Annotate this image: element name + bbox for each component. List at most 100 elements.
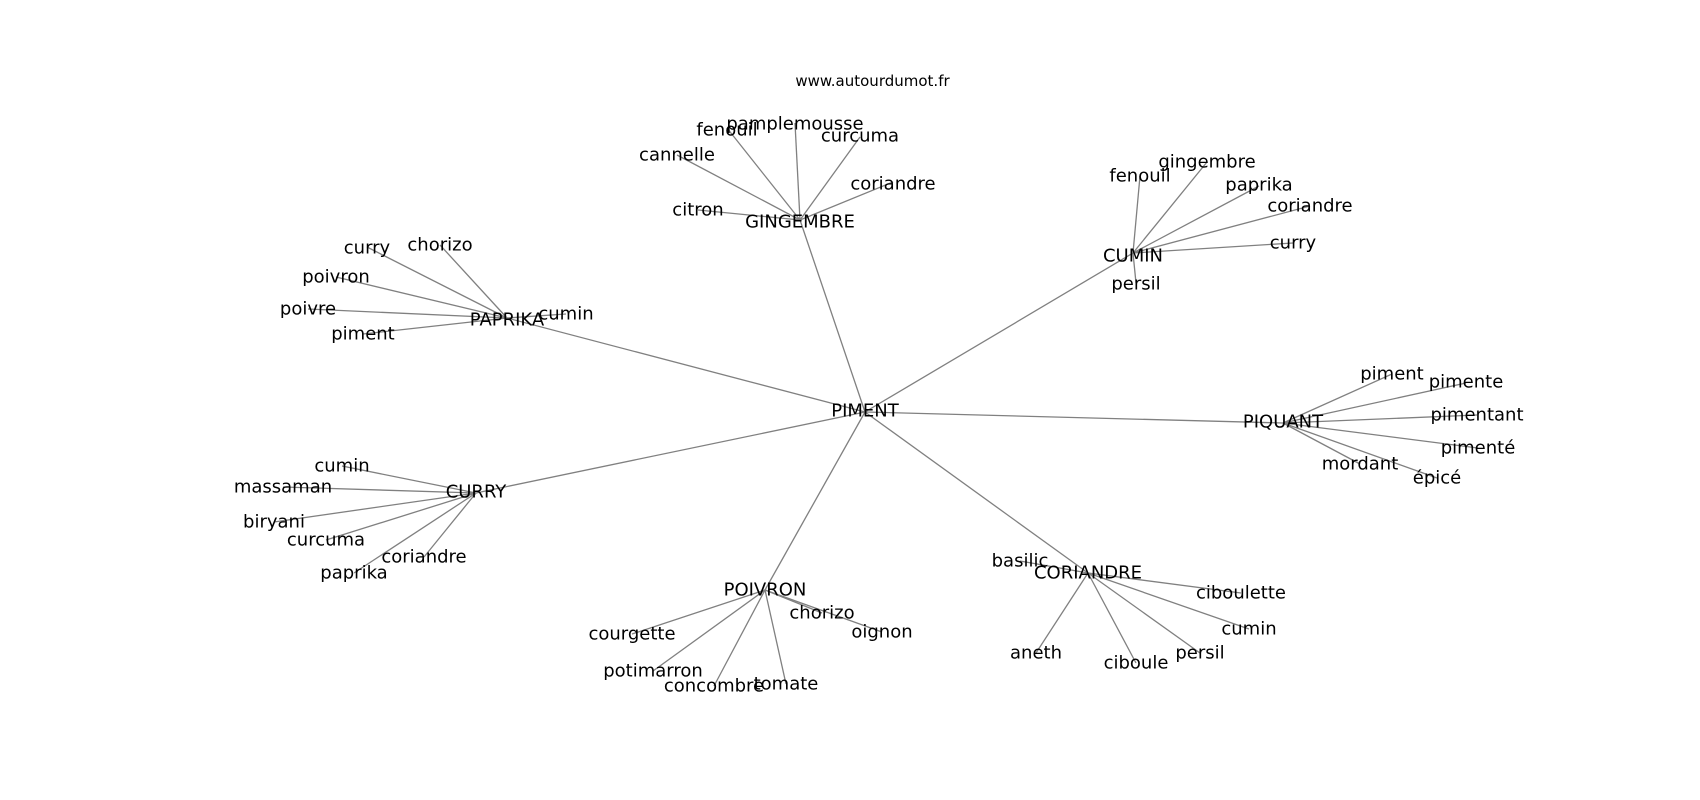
edge-paprika-to-piment (362, 317, 508, 335)
edge-coriandre-to-aneth (1035, 572, 1089, 654)
edge-center-to-gingembre (799, 219, 866, 413)
leaf-node-piquant-pimente: pimenté (1441, 438, 1516, 459)
leaf-node-curry-massaman: massaman (234, 477, 332, 498)
hub-node-coriandre: CORIANDRE (1034, 563, 1142, 584)
edge-center-to-piquant (864, 411, 1284, 424)
edge-paprika-to-poivron (335, 276, 508, 319)
edge-piquant-to-mordant (1282, 422, 1361, 465)
edge-paprika-to-poivre (307, 308, 508, 319)
edge-coriandre-to-basilic (1019, 560, 1089, 574)
leaf-node-coriandre-ciboulette: ciboulette (1196, 583, 1286, 604)
leaf-node-piquant-pimente: pimente (1429, 372, 1504, 393)
edge-piquant-to-epice (1282, 422, 1438, 479)
hub-node-poivron: POIVRON (724, 580, 807, 601)
graph-edges (273, 122, 1479, 687)
leaf-node-cumin-persil: persil (1111, 274, 1160, 295)
leaf-node-curry-biryani: biryani (243, 512, 305, 533)
edge-poivron-to-concombre (713, 589, 766, 687)
edge-paprika-to-curry (366, 246, 508, 319)
edge-coriandre-to-ciboule (1087, 572, 1137, 664)
edge-center-to-poivron (764, 411, 866, 591)
leaf-node-piquant-epice: épicé (1413, 468, 1461, 489)
leaf-node-curry-curcuma: curcuma (287, 530, 365, 551)
leaf-node-cumin-gingembre: gingembre (1158, 152, 1255, 173)
edge-curry-to-cumin (341, 465, 477, 494)
leaf-node-cumin-fenouil: fenouil (1109, 166, 1170, 187)
leaf-node-paprika-cumin: cumin (538, 304, 593, 325)
edge-poivron-to-oignon (764, 589, 883, 633)
leaf-node-poivron-concombre: concombre (664, 676, 764, 697)
edge-cumin-to-fenouil (1132, 175, 1141, 254)
leaf-node-gingembre-cannelle: cannelle (639, 145, 715, 166)
leaf-node-curry-coriandre: coriandre (381, 547, 466, 568)
edge-curry-to-curcuma (325, 492, 477, 541)
edge-cumin-to-curry (1132, 242, 1294, 254)
hub-node-cumin: CUMIN (1103, 246, 1163, 267)
site-url: www.autourdumot.fr (795, 72, 950, 90)
leaf-node-paprika-poivron: poivron (302, 267, 370, 288)
center-node-label: PIMENT (831, 401, 900, 422)
leaf-node-coriandre-aneth: aneth (1010, 643, 1062, 664)
hub-node-gingembre: GINGEMBRE (745, 212, 855, 233)
leaf-node-poivron-tomate: tomate (754, 674, 819, 695)
leaf-node-paprika-piment: piment (331, 324, 395, 345)
edge-curry-to-coriandre (423, 492, 477, 558)
leaf-node-cumin-coriandre: coriandre (1267, 196, 1352, 217)
edge-poivron-to-tomate (764, 589, 787, 685)
edge-curry-to-massaman (282, 486, 477, 494)
edge-gingembre-to-pamplemousse (794, 122, 801, 221)
leaf-node-paprika-curry: curry (344, 238, 391, 259)
leaf-node-gingembre-coriandre: coriandre (850, 174, 935, 195)
leaf-node-gingembre-pamplemousse: pamplemousse (726, 114, 863, 135)
leaf-node-paprika-poivre: poivre (280, 299, 336, 320)
leaf-node-coriandre-ciboule: ciboule (1104, 653, 1169, 674)
leaf-node-cumin-curry: curry (1270, 233, 1317, 254)
edge-center-to-paprika (506, 317, 866, 413)
edge-gingembre-to-cannelle (676, 154, 801, 221)
edge-gingembre-to-curcuma (799, 136, 861, 221)
leaf-node-curry-cumin: cumin (314, 456, 369, 477)
leaf-node-coriandre-persil: persil (1175, 643, 1224, 664)
edge-gingembre-to-fenouil (726, 127, 801, 221)
edge-cumin-to-persil (1132, 252, 1137, 284)
leaf-node-gingembre-citron: citron (672, 200, 723, 221)
edge-piquant-to-pimentant (1282, 414, 1478, 424)
leaf-node-gingembre-fenouil: fenouil (696, 120, 757, 141)
edge-paprika-to-chorizo (439, 244, 508, 319)
leaf-node-gingembre-curcuma: curcuma (821, 126, 899, 147)
edge-center-to-coriandre (864, 411, 1089, 574)
leaf-node-piquant-pimentant: pimentant (1431, 405, 1524, 426)
leaf-node-poivron-potimarron: potimarron (603, 661, 703, 682)
edge-cumin-to-gingembre (1132, 161, 1208, 254)
edge-poivron-to-potimarron (652, 589, 766, 672)
leaf-node-poivron-chorizo: chorizo (789, 603, 854, 624)
leaf-node-cumin-paprika: paprika (1225, 175, 1292, 196)
edge-coriandre-to-ciboulette (1087, 572, 1242, 594)
edge-gingembre-to-coriandre (799, 181, 894, 221)
leaf-node-poivron-courgette: courgette (588, 624, 675, 645)
leaf-node-paprika-chorizo: chorizo (407, 235, 472, 256)
edge-paprika-to-cumin (506, 313, 567, 319)
edge-curry-to-biryani (273, 492, 477, 523)
edge-piquant-to-pimente (1282, 382, 1467, 424)
edge-coriandre-to-cumin (1087, 572, 1250, 630)
leaf-node-piquant-piment: piment (1360, 364, 1424, 385)
edge-curry-to-paprika (353, 492, 477, 574)
leaf-node-coriandre-cumin: cumin (1221, 619, 1276, 640)
edge-piquant-to-piment (1282, 373, 1393, 424)
edge-gingembre-to-citron (697, 209, 801, 221)
edge-center-to-curry (475, 411, 866, 494)
leaf-node-coriandre-basilic: basilic (992, 551, 1049, 572)
edge-coriandre-to-persil (1087, 572, 1201, 654)
edge-cumin-to-coriandre (1132, 205, 1311, 254)
edge-piquant-to-pimente (1282, 422, 1479, 449)
leaf-node-poivron-oignon: oignon (851, 622, 912, 643)
edge-poivron-to-courgette (631, 589, 766, 635)
hub-node-paprika: PAPRIKA (470, 310, 545, 331)
hub-node-curry: CURRY (446, 482, 508, 503)
edge-center-to-cumin (864, 252, 1134, 413)
edge-cumin-to-paprika (1132, 185, 1260, 254)
leaf-node-curry-paprika: paprika (320, 563, 387, 584)
